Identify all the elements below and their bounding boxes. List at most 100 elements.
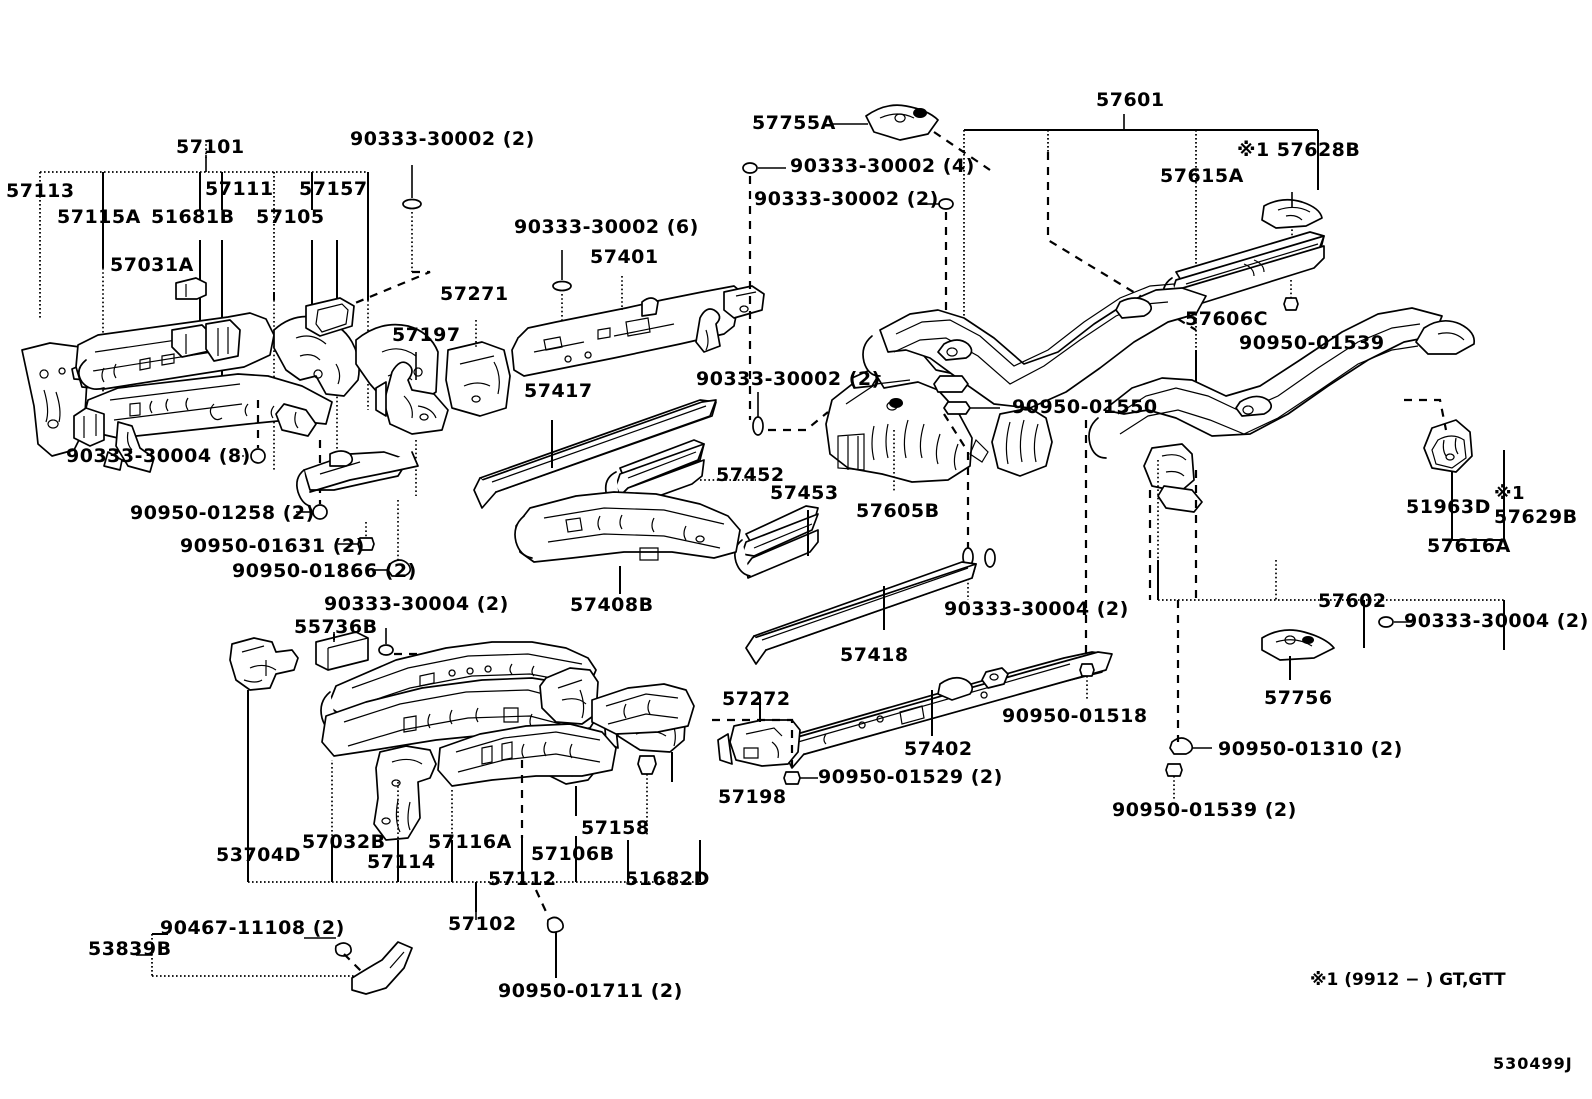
part-label-57605b[interactable]: 57605B: [856, 500, 940, 522]
part-art-55736b: [315, 631, 369, 671]
part-label-53839b[interactable]: 53839B: [88, 938, 172, 960]
part-label-55736b[interactable]: 55736B: [294, 616, 378, 638]
fastener-label-90950-01310[interactable]: 90950-01310 (2): [1218, 738, 1403, 760]
part-label-57452[interactable]: 57452: [716, 464, 785, 486]
bracket-group-57602: [1157, 460, 1505, 650]
fastener-90950-01518: [1079, 663, 1095, 700]
fastener-label-90950-01539-2[interactable]: 90950-01539 (2): [1112, 799, 1297, 821]
part-label-57157[interactable]: 57157: [299, 178, 368, 200]
part-label-57106b[interactable]: 57106B: [531, 843, 615, 865]
bracket-group-53839b: [136, 933, 362, 977]
part-label-57158[interactable]: 57158: [581, 817, 650, 839]
part-label-57101[interactable]: 57101: [176, 136, 245, 158]
fastener-label-90950-01631[interactable]: 90950-01631 (2): [180, 535, 365, 557]
fastener-label-90333-30004-mid[interactable]: 90333-30004 (2): [944, 598, 1129, 620]
fastener-label-90333-30002-top[interactable]: 90333-30002 (2): [350, 128, 535, 150]
fastener-90950-01310: [1169, 600, 1212, 755]
part-label-57453[interactable]: 57453: [770, 482, 839, 504]
part-label-57111[interactable]: 57111: [205, 178, 274, 200]
part-label-57408b[interactable]: 57408B: [570, 594, 654, 616]
part-art-57271: [445, 341, 511, 417]
part-label-57615a[interactable]: 57615A: [1160, 165, 1244, 187]
part-label-57629b[interactable]: 57629B: [1494, 506, 1578, 528]
part-label-57032b[interactable]: 57032B: [302, 831, 386, 853]
fastener-90950-01550: [943, 401, 1000, 580]
part-label-57116a[interactable]: 57116A: [428, 831, 512, 853]
part-art-57606c: [862, 283, 1207, 409]
part-label-57417[interactable]: 57417: [524, 380, 593, 402]
fastener-90333-30004-8: [238, 400, 266, 464]
fastener-90950-01631: [338, 522, 375, 551]
part-art-53839b: [304, 937, 413, 995]
part-art-57417: [473, 399, 717, 509]
part-art-57401: [511, 285, 765, 377]
fastener-label-90333-30002-6[interactable]: 90333-30002 (6): [514, 216, 699, 238]
part-art-bottom-left-assembly: [320, 641, 695, 841]
part-label-57112[interactable]: 57112: [488, 868, 557, 890]
part-label-51681b[interactable]: 51681B: [151, 206, 235, 228]
fastener-label-90333-30002-4[interactable]: 90333-30002 (4): [790, 155, 975, 177]
fastener-label-90950-01529[interactable]: 90950-01529 (2): [818, 766, 1003, 788]
part-art-53704d: [229, 637, 299, 691]
part-label-57602[interactable]: 57602: [1318, 590, 1387, 612]
part-label-57402[interactable]: 57402: [904, 738, 973, 760]
part-art-57602-member: [1088, 307, 1476, 513]
part-label-57616a[interactable]: 57616A: [1427, 535, 1511, 557]
diagram-id: 530499J: [1493, 1054, 1573, 1073]
part-label-57601[interactable]: 57601: [1096, 89, 1165, 111]
part-label-57755a[interactable]: 57755A: [752, 112, 836, 134]
part-label-57606c[interactable]: 57606C: [1185, 308, 1269, 330]
fastener-90950-01529: [783, 771, 818, 785]
fastener-label-90950-01539-right[interactable]: 90950-01539: [1239, 332, 1385, 354]
fastener-label-90950-01711[interactable]: 90950-01711 (2): [498, 980, 683, 1002]
part-label-53704d[interactable]: 53704D: [216, 844, 301, 866]
fastener-90333-30002-top: [289, 165, 431, 332]
part-label-57102[interactable]: 57102: [448, 913, 517, 935]
fastener-90333-30002-mid: [752, 392, 829, 436]
fastener-90950-01539-2: [1165, 763, 1183, 800]
part-label-51682d[interactable]: 51682D: [625, 868, 710, 890]
part-label-57756[interactable]: 57756: [1264, 687, 1333, 709]
fastener-label-90950-01258[interactable]: 90950-01258 (2): [130, 502, 315, 524]
part-label-57197[interactable]: 57197: [392, 324, 461, 346]
fastener-90950-01866: [372, 500, 412, 577]
fastener-90333-30002-6: [552, 250, 572, 348]
fastener-label-90333-30004-bl[interactable]: 90333-30004 (2): [324, 593, 509, 615]
part-art-57197: [375, 361, 449, 435]
fastener-90333-30004-right: [1378, 616, 1412, 628]
part-label-57418[interactable]: 57418: [840, 644, 909, 666]
footnote-mark-57629b: ※1: [1494, 483, 1526, 504]
fastener-label-90333-30002-mid[interactable]: 90333-30002 (2): [696, 368, 881, 390]
part-art-57408b: [514, 491, 741, 563]
fastener-label-90333-30004-8[interactable]: 90333-30004 (8): [66, 445, 251, 467]
bracket-group-57616a: [1404, 398, 1505, 541]
part-label-57115a[interactable]: 57115A: [57, 206, 141, 228]
part-label-57271[interactable]: 57271: [440, 283, 509, 305]
part-label-57031a[interactable]: 57031A: [110, 254, 194, 276]
part-label-57198[interactable]: 57198: [718, 786, 787, 808]
part-art-57755a: [830, 104, 991, 171]
diagram-footnote: ※1 (9912 − ) GT,GTT: [1310, 970, 1506, 990]
bracket-group-57102: [247, 760, 701, 920]
fastener-90333-30002-2-right: [918, 198, 954, 350]
part-label-57114[interactable]: 57114: [367, 851, 436, 873]
part-label-57105[interactable]: 57105: [256, 206, 325, 228]
part-art-57272: [717, 719, 801, 767]
part-art-51682d: [637, 755, 657, 836]
fastener-label-90950-01550[interactable]: 90950-01550: [1012, 396, 1158, 418]
part-label-57113[interactable]: 57113: [6, 180, 75, 202]
fastener-label-90950-01866[interactable]: 90950-01866 (2): [232, 560, 417, 582]
part-art-51963d: [1423, 419, 1473, 500]
fastener-label-90467-11108[interactable]: 90467-11108 (2): [160, 917, 345, 939]
fastener-label-90950-01518[interactable]: 90950-01518: [1002, 705, 1148, 727]
part-art-57418: [745, 561, 977, 665]
fastener-label-90333-30004-right[interactable]: 90333-30004 (2): [1404, 610, 1589, 632]
part-art-57628b: [1261, 192, 1323, 229]
part-label-57272[interactable]: 57272: [722, 688, 791, 710]
fastener-label-90333-30002-2-right[interactable]: 90333-30002 (2): [754, 188, 939, 210]
part-label-57628b[interactable]: ※1 57628B: [1237, 139, 1361, 161]
part-label-51963d[interactable]: 51963D: [1406, 496, 1491, 518]
part-label-57401[interactable]: 57401: [590, 246, 659, 268]
part-art-left-front-assembly: [21, 297, 439, 473]
